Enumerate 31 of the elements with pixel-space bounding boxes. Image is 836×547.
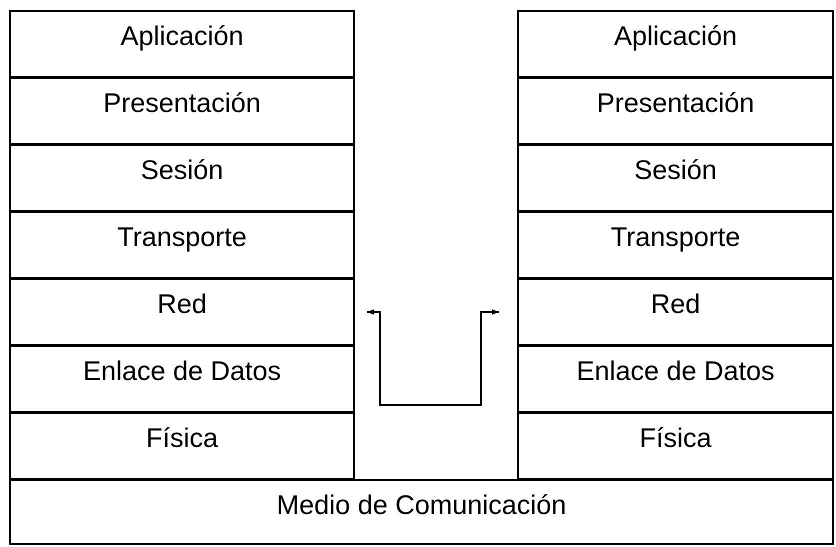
layer-box bbox=[517, 10, 834, 78]
layer-label: Presentación bbox=[103, 87, 261, 120]
layer-label: Presentación bbox=[596, 87, 754, 120]
layer-box bbox=[9, 10, 355, 78]
layer-box bbox=[9, 412, 355, 480]
layer-box bbox=[517, 144, 834, 212]
layer-box bbox=[9, 345, 355, 413]
layer-label: Sesión bbox=[634, 154, 717, 187]
layer-label: Aplicación bbox=[614, 20, 738, 53]
connector-arrow bbox=[367, 309, 499, 406]
layer-label: Física bbox=[639, 422, 712, 455]
layer-label: Aplicación bbox=[120, 20, 244, 53]
layer-label: Física bbox=[146, 422, 218, 455]
layer-box bbox=[9, 211, 355, 279]
layer-box bbox=[517, 77, 834, 145]
layer-label: Enlace de Datos bbox=[82, 355, 282, 388]
layer-box bbox=[517, 211, 834, 279]
layer-label: Red bbox=[650, 288, 700, 321]
layer-box bbox=[9, 144, 355, 212]
layer-label: Enlace de Datos bbox=[576, 355, 775, 388]
layer-label: Transporte bbox=[117, 221, 247, 254]
layer-label: Transporte bbox=[610, 221, 740, 254]
layer-label: Sesión bbox=[140, 154, 224, 187]
layer-label: Medio de Comunicación bbox=[276, 489, 566, 522]
layer-box bbox=[517, 345, 834, 413]
layer-box bbox=[9, 479, 834, 545]
layer-box bbox=[9, 77, 355, 145]
layer-box bbox=[517, 278, 834, 346]
layer-label: Red bbox=[157, 288, 207, 321]
layer-box bbox=[517, 412, 834, 480]
layer-box bbox=[9, 278, 355, 346]
